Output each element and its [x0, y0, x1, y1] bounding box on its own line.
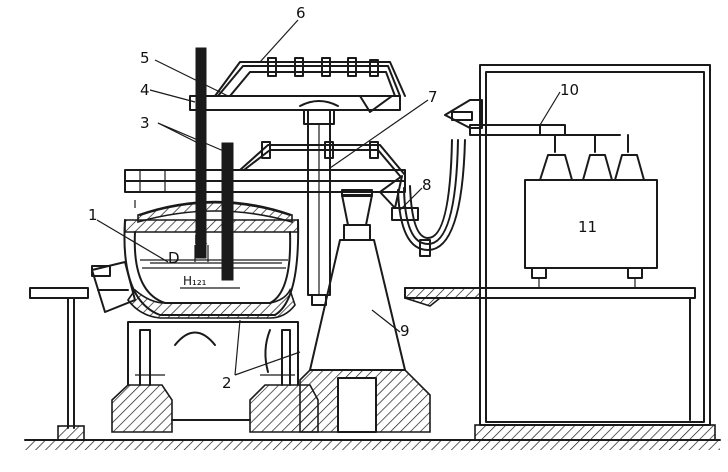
- callout-2: 2: [222, 374, 232, 392]
- callout-6: 6: [296, 4, 306, 22]
- callout-5: 5: [140, 49, 150, 67]
- callout-10: 10: [560, 81, 579, 99]
- short-network-bus: [444, 99, 629, 153]
- tilt-mechanism: [127, 321, 299, 386]
- callout-4: 4: [140, 81, 150, 99]
- electrode-mast: [299, 100, 339, 306]
- upper-electrode-arm: [189, 57, 406, 113]
- furnace-shell: [123, 200, 300, 319]
- total-depth-label: H₁₂₁: [183, 274, 207, 288]
- diameter-label: D: [168, 249, 180, 267]
- callout-7: 7: [428, 88, 438, 106]
- roof-lift-column: [299, 189, 431, 433]
- callout-labels: 1 2 3 4 5 6 7 8 9 10 11: [88, 4, 597, 392]
- tapping-spout: [91, 261, 136, 313]
- transformer-house: [404, 64, 716, 441]
- leader-lines: [96, 19, 561, 376]
- callout-11: 11: [578, 218, 597, 236]
- furnace-transformer: [524, 154, 658, 288]
- left-platform: [29, 287, 89, 441]
- lower-electrode-arm: [124, 141, 406, 209]
- callout-8: 8: [422, 176, 432, 194]
- callout-9: 9: [400, 322, 410, 340]
- callout-1: 1: [88, 206, 98, 224]
- ground: [24, 439, 721, 450]
- flexible-cables: [391, 139, 466, 257]
- furnace-foundation: [111, 384, 319, 433]
- callout-3: 3: [140, 114, 150, 132]
